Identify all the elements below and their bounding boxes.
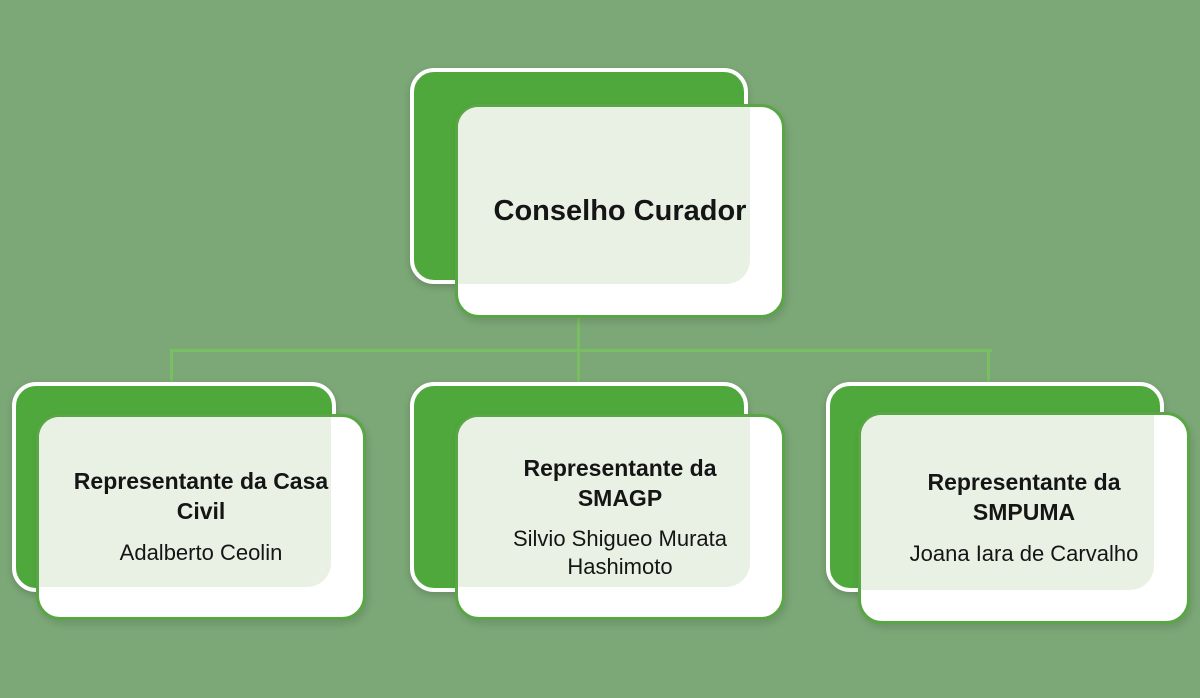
child1-role-label: Representante da Casa Civil: [73, 468, 329, 525]
child2-node-content: Representante da SMAGP Silvio Shigueo Mu…: [458, 417, 782, 617]
child1-node-card: Representante da Casa Civil Adalberto Ce…: [36, 414, 366, 620]
child3-person-name: Joana Iara de Carvalho: [909, 541, 1139, 567]
child1-person-name: Adalberto Ceolin: [119, 540, 283, 566]
child2-person-name: Silvio Shigueo Murata Hashimoto: [512, 526, 727, 579]
child3-node-card: Representante da SMPUMA Joana Iara de Ca…: [858, 412, 1190, 624]
child2-node-card: Representante da SMAGP Silvio Shigueo Mu…: [455, 414, 785, 620]
child3-node-tint-panel: [861, 415, 1155, 591]
connector-horizontal: [170, 349, 992, 352]
connector-child1-vertical: [170, 349, 173, 385]
root-node-title: Conselho Curador: [493, 194, 747, 227]
child3-node-content: Representante da SMPUMA Joana Iara de Ca…: [861, 415, 1187, 621]
connector-child3-vertical: [987, 349, 990, 385]
child3-role-label: Representante da SMPUMA: [927, 469, 1121, 526]
root-node-tint-panel: [458, 107, 750, 284]
child2-node-tint-panel: [458, 417, 750, 587]
child2-role-label: Representante da SMAGP: [523, 454, 717, 511]
root-node-content: Conselho Curador: [458, 107, 782, 315]
connector-root-vertical: [577, 300, 580, 352]
connector-child2-vertical: [577, 349, 580, 385]
root-node-card: Conselho Curador: [455, 104, 785, 318]
child1-node-content: Representante da Casa Civil Adalberto Ce…: [39, 417, 363, 617]
child1-node-tint-panel: [39, 417, 331, 587]
